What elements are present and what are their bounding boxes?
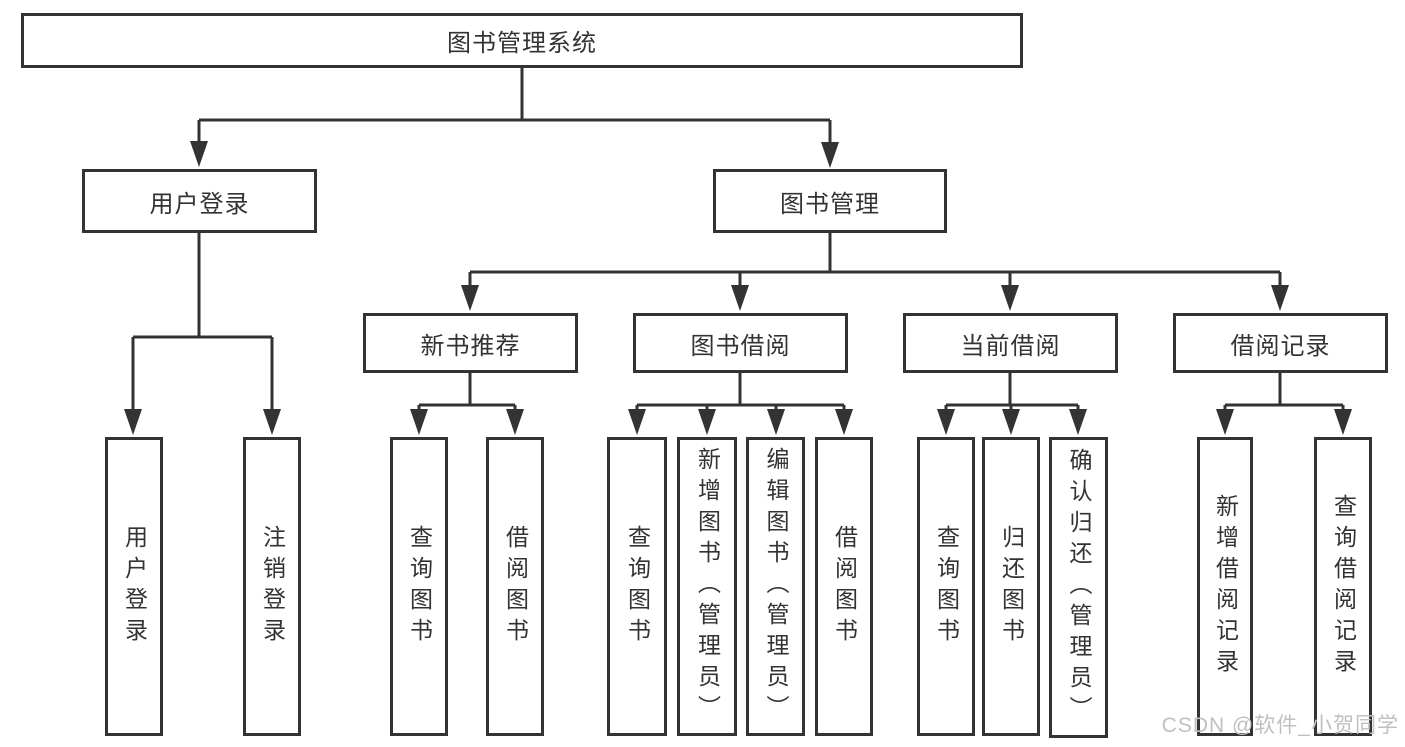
node-borrow-books-recommend: 借阅图书: [486, 437, 544, 736]
arrow-down-icon: [767, 405, 785, 435]
node-confirm-return-admin: 确认归还（管理员）: [1049, 437, 1108, 738]
node-user-login: 用户登录: [82, 169, 317, 233]
node-edit-books-admin: 编辑图书（管理员）: [746, 437, 805, 736]
arrow-down-icon: [731, 272, 749, 311]
node-query-books-recommend: 查询图书: [390, 437, 448, 736]
node-label: 归还图书: [998, 524, 1025, 649]
branch-book-borrowing: [637, 373, 844, 407]
branch-book-management: [470, 233, 1280, 274]
node-label: 新书推荐: [420, 332, 521, 360]
arrows: [124, 120, 1352, 435]
node-label: 新增借阅记录: [1212, 493, 1239, 680]
node-book-borrowing: 图书借阅: [633, 313, 848, 373]
node-label: 当前借阅: [960, 332, 1061, 360]
node-label: 查询图书: [624, 524, 651, 649]
node-add-borrow-record: 新增借阅记录: [1197, 437, 1253, 736]
node-add-books-admin: 新增图书（管理员）: [677, 437, 737, 736]
node-return-books: 归还图书: [982, 437, 1040, 736]
node-borrowing-records: 借阅记录: [1173, 313, 1388, 373]
arrow-down-icon: [698, 405, 716, 435]
node-query-books-current: 查询图书: [917, 437, 975, 736]
node-label: 借阅图书: [502, 524, 529, 649]
arrow-down-icon: [263, 337, 281, 435]
node-query-borrow-record: 查询借阅记录: [1314, 437, 1372, 736]
arrow-down-icon: [461, 272, 479, 311]
node-logout-leaf: 注销登录: [243, 437, 301, 736]
node-label: 确认归还（管理员）: [1066, 448, 1092, 727]
node-label: 编辑图书（管理员）: [763, 447, 789, 726]
arrow-down-icon: [628, 405, 646, 435]
arrow-down-icon: [1002, 405, 1020, 435]
arrow-down-icon: [937, 405, 955, 435]
node-book-management: 图书管理: [713, 169, 947, 233]
node-label: 查询图书: [406, 524, 433, 649]
arrow-down-icon: [1334, 405, 1352, 435]
node-label: 图书管理: [780, 190, 880, 218]
node-current-borrowing: 当前借阅: [903, 313, 1118, 373]
node-label: 借阅记录: [1230, 332, 1331, 360]
node-query-books-borrowing: 查询图书: [607, 437, 667, 736]
node-new-book-recommendation: 新书推荐: [363, 313, 578, 373]
arrow-down-icon: [410, 405, 428, 435]
node-label: 注销登录: [259, 524, 286, 649]
arrow-down-icon: [1271, 272, 1289, 311]
node-label: 新增图书（管理员）: [694, 447, 721, 726]
node-label: 图书借阅: [690, 332, 791, 360]
arrow-down-icon: [835, 405, 853, 435]
node-label: 用户登录: [149, 190, 250, 218]
node-library-management-system: 图书管理系统: [21, 13, 1023, 68]
arrow-down-icon: [1216, 405, 1234, 435]
node-label: 借阅图书: [831, 524, 858, 649]
branch-borrowing-records: [1225, 373, 1343, 407]
branch-root: [199, 68, 830, 122]
arrow-down-icon: [190, 120, 208, 167]
arrow-down-icon: [1001, 272, 1019, 311]
node-label: 图书管理系统: [447, 30, 597, 57]
node-label: 用户登录: [121, 524, 148, 649]
node-user-login-leaf: 用户登录: [105, 437, 163, 736]
node-label: 查询图书: [933, 524, 960, 649]
node-label: 查询借阅记录: [1330, 493, 1357, 680]
arrow-down-icon: [506, 405, 524, 435]
arrow-down-icon: [1069, 405, 1087, 435]
branch-new-book-recommendation: [419, 373, 515, 407]
csdn-watermark: CSDN @软件_小贺同学: [1161, 714, 1399, 737]
branch-current-borrowing: [946, 373, 1078, 407]
branch-user-login: [133, 233, 272, 339]
node-borrow-books-borrowing: 借阅图书: [815, 437, 873, 736]
arrow-down-icon: [821, 120, 839, 168]
arrow-down-icon: [124, 337, 142, 435]
tree-branch-lines: [133, 68, 1343, 407]
